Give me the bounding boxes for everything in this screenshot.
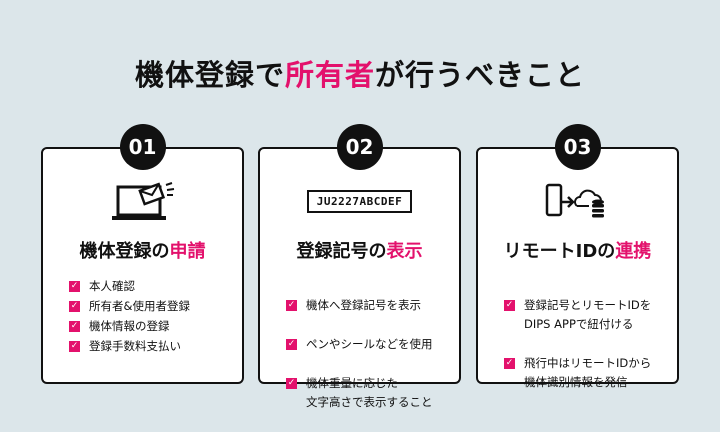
title-accent: 所有者 (284, 58, 375, 92)
card-title-accent: 申請 (169, 241, 206, 262)
checkbox-icon: ✓ (69, 341, 80, 352)
registration-plate-icon: JU2227ABCDEF (260, 179, 459, 224)
laptop-mail-icon (43, 179, 242, 224)
step-number: 02 (336, 124, 383, 170)
card-title-text: リモートIDの (503, 241, 616, 262)
card-title-text: 機体登録の (79, 241, 170, 262)
title-pre: 機体登録で (134, 58, 285, 92)
item-text: 機体重量に応じた 文字高さで表示すること (306, 376, 433, 409)
item-text: 登録記号とリモートIDを DIPS APPで紐付ける (524, 298, 652, 331)
item-text: 所有者&使用者登録 (89, 299, 190, 313)
item-text: 機体情報の登録 (89, 319, 170, 333)
list-item: ✓ 登録手数料支払い (69, 337, 234, 356)
item-text: 本人確認 (89, 279, 135, 293)
registration-plate: JU2227ABCDEF (306, 190, 413, 213)
card-title: 登録記号の表示 (260, 237, 459, 263)
card-title-text: 登録記号の (296, 241, 387, 262)
list-item: ✓ 飛行中はリモートIDから 機体識別情報を発信 (504, 354, 669, 392)
checkbox-icon: ✓ (286, 378, 297, 389)
title-post: が行うべきこと (375, 58, 586, 92)
checkbox-icon: ✓ (504, 358, 515, 369)
step-number: 03 (554, 124, 601, 170)
list-item: ✓ 所有者&使用者登録 (69, 297, 234, 316)
list-item: ✓ 登録記号とリモートIDを DIPS APPで紐付ける (504, 296, 669, 334)
checklist: ✓ 機体へ登録記号を表示 ✓ ペンやシールなどを使用 ✓ 機体重量に応じた 文字高さで… (286, 277, 451, 432)
card-title: リモートIDの連携 (478, 237, 677, 263)
item-text: ペンやシールなどを使用 (306, 337, 433, 351)
list-item: ✓ ペンやシールなどを使用 (286, 335, 451, 354)
checkbox-icon: ✓ (504, 300, 515, 311)
step-card-1: 01 機体登録の申請 ✓ 本人確認 ✓ 所有者&使用者登録 ✓ 機体情報の登録 ✓ 登録… (41, 124, 244, 384)
list-item: ✓ 機体重量に応じた 文字高さで表示すること (286, 374, 451, 412)
item-text: 機体へ登録記号を表示 (306, 298, 421, 312)
step-card-3: 03 リモートIDの連携 ✓ 登録記号とリモートIDを DIPS APPで紐付ける… (476, 124, 679, 389)
page-title: 機体登録で所有者が行うべきこと (0, 52, 720, 94)
checkbox-icon: ✓ (69, 301, 80, 312)
phone-to-cloud-database-icon (478, 179, 677, 224)
card-title-accent: 表示 (386, 241, 423, 262)
checkbox-icon: ✓ (69, 281, 80, 292)
list-item: ✓ 機体情報の登録 (69, 317, 234, 336)
step-card-2: 02 JU2227ABCDEF 登録記号の表示 ✓ 機体へ登録記号を表示 ✓ ペンや… (258, 124, 461, 409)
list-item: ✓ 機体へ登録記号を表示 (286, 296, 451, 315)
checkbox-icon: ✓ (286, 339, 297, 350)
item-text: 登録手数料支払い (89, 339, 181, 353)
checkbox-icon: ✓ (69, 321, 80, 332)
checklist: ✓ 本人確認 ✓ 所有者&使用者登録 ✓ 機体情報の登録 ✓ 登録手数料支払い (69, 277, 234, 357)
card-title-accent: 連携 (615, 241, 652, 262)
checklist: ✓ 登録記号とリモートIDを DIPS APPで紐付ける ✓ 飛行中はリモートIDか… (504, 277, 669, 412)
card-title: 機体登録の申請 (43, 237, 242, 263)
item-text: 飛行中はリモートIDから 機体識別情報を発信 (524, 356, 652, 389)
step-number: 01 (119, 124, 166, 170)
list-item: ✓ 本人確認 (69, 277, 234, 296)
checkbox-icon: ✓ (286, 300, 297, 311)
